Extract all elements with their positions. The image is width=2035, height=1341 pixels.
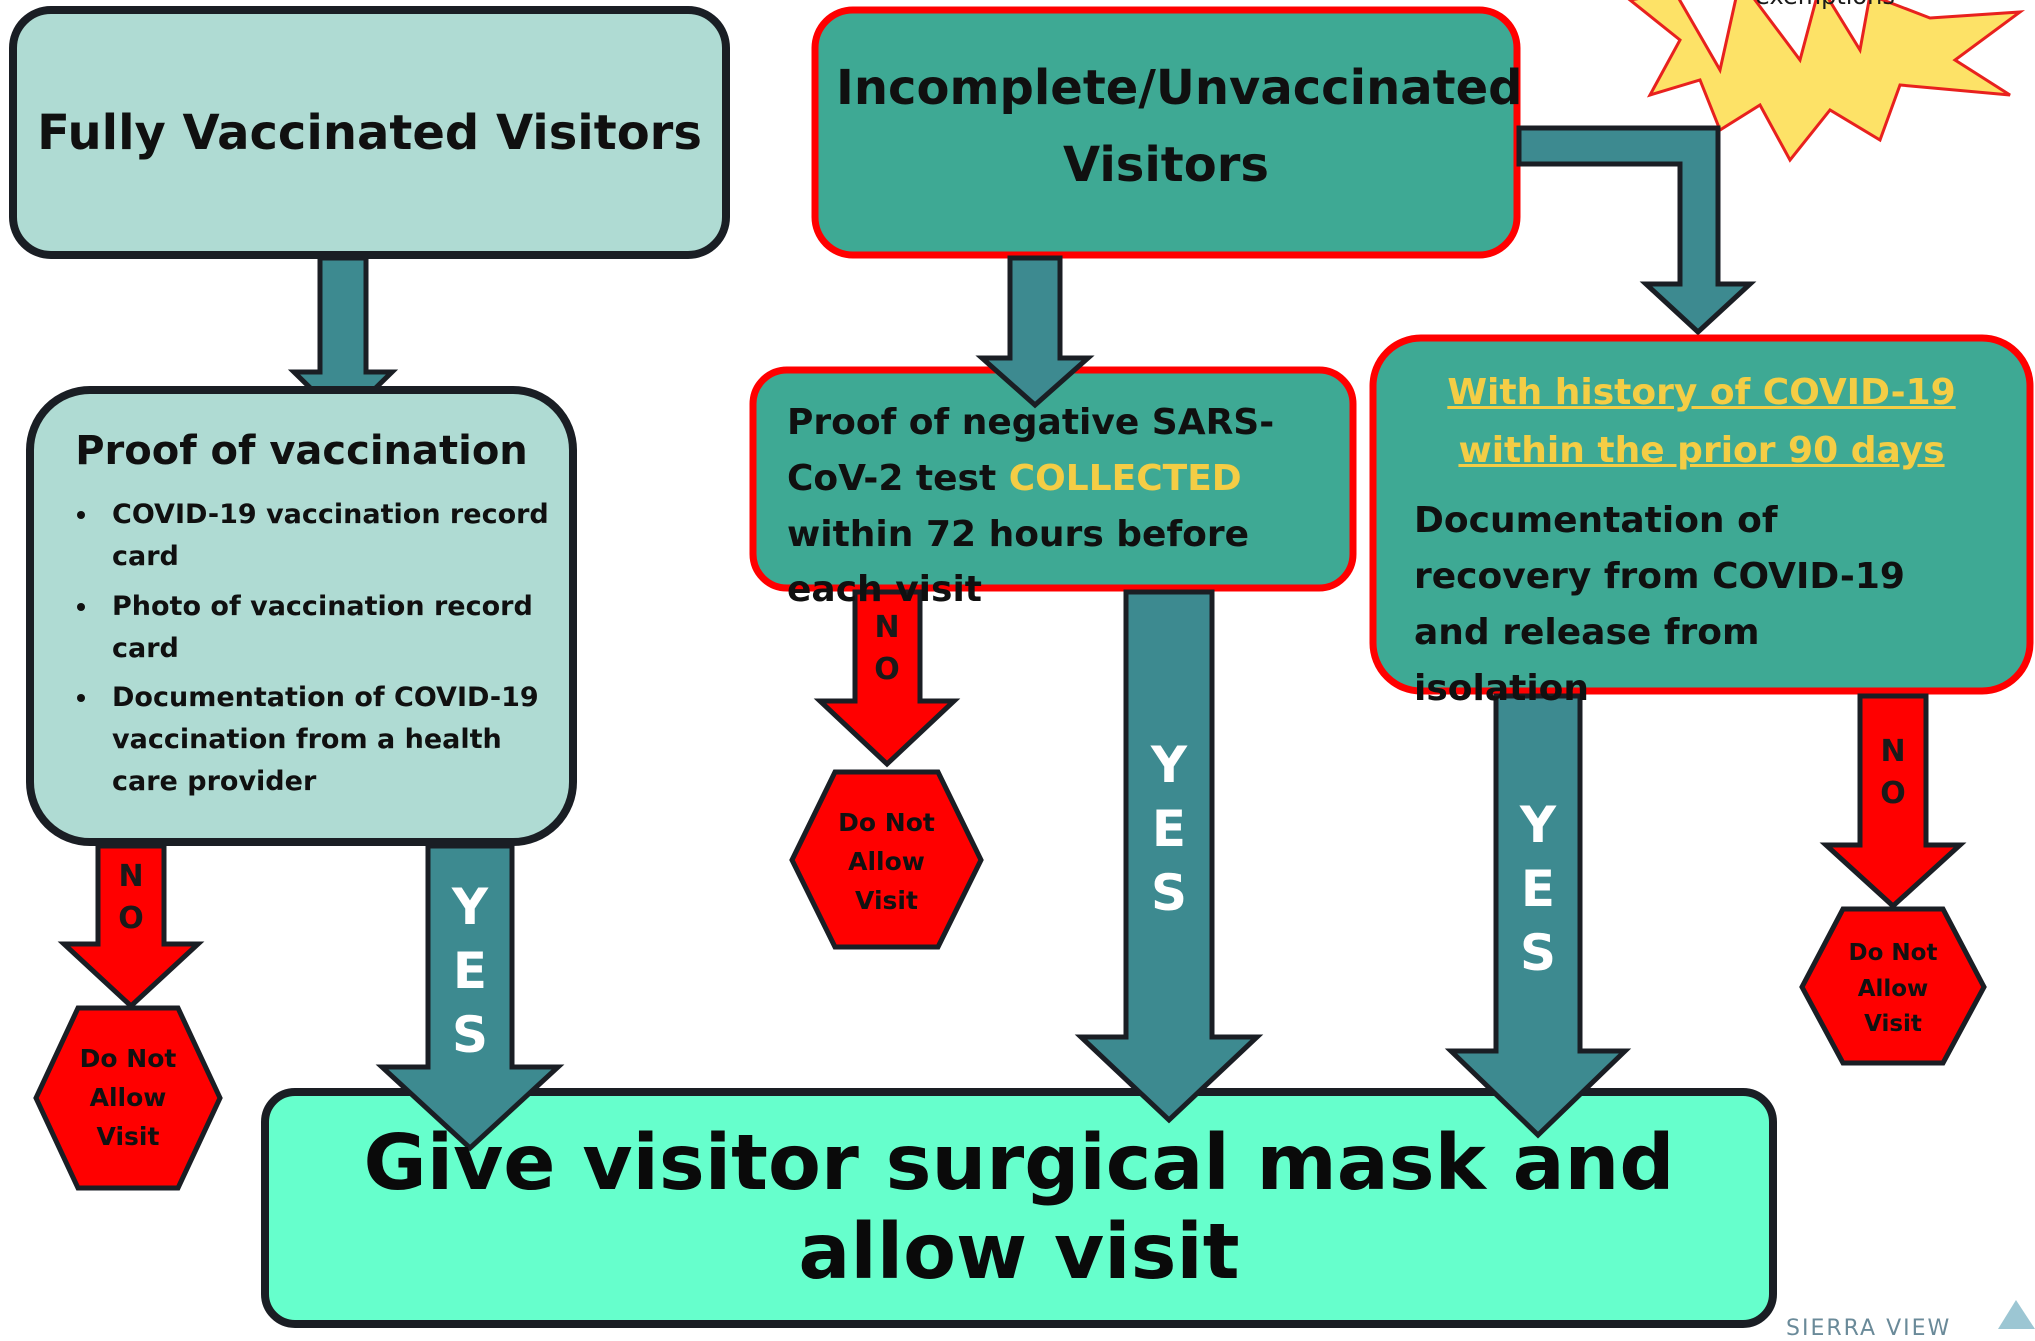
incomplete-label: Incomplete/Unvaccinated Visitors <box>815 10 1523 255</box>
negative-test-text: Proof of negative SARS-CoV-2 test COLLEC… <box>787 395 1337 618</box>
label-letter: S <box>1519 924 1556 982</box>
history-content: With history of COVID-19 within the prio… <box>1380 364 2023 716</box>
stop-hexagon-proof <box>33 1005 223 1191</box>
no-arrow-negative-test <box>813 589 961 768</box>
fully-vaccinated-title: Fully Vaccinated Visitors <box>37 104 702 161</box>
final-box <box>261 1088 1777 1328</box>
history-text: Documentation of recovery from COVID-19 … <box>1414 500 1905 709</box>
label-letter: E <box>452 942 488 1000</box>
proof-item: Documentation of COVID-19 vaccination fr… <box>100 677 560 803</box>
incomplete-title: Incomplete/Unvaccinated Visitors <box>836 60 1523 193</box>
label-letter: Y <box>1519 796 1557 854</box>
final-text: Give visitor surgical mask and allow vis… <box>363 1119 1675 1297</box>
label-letter: S <box>451 1006 488 1064</box>
stop-text-negative-test: Do Not Allow Visit <box>838 808 935 915</box>
arrow-to-negative-test <box>975 255 1095 409</box>
fully-vaccinated-label: Fully Vaccinated Visitors <box>13 10 726 255</box>
final-label: Give visitor surgical mask and allow vis… <box>265 1092 1773 1324</box>
history-box <box>1369 334 2034 695</box>
proof-title: Proof of vaccination <box>75 428 528 474</box>
proof-item: Photo of vaccination record card <box>100 586 560 670</box>
negative-test-after: within 72 hours before each visit <box>787 513 1250 611</box>
exemptions-starburst <box>1627 0 2026 163</box>
no-arrow-history <box>1819 693 1967 910</box>
collected-highlight: COLLECTED <box>1008 457 1242 499</box>
proof-box <box>26 386 577 846</box>
yes-arrow-negative-test <box>1074 589 1264 1124</box>
stop-hexagon-history <box>1799 906 1987 1066</box>
label-letter: E <box>1151 800 1187 858</box>
label-letter: O <box>1880 776 1906 811</box>
starburst-text: exemptions <box>1740 0 1910 10</box>
label-letter: Y <box>1150 736 1188 794</box>
label-letter: N <box>1880 734 1906 769</box>
elbow-arrow <box>1516 125 1757 336</box>
proof-content: Proof of vaccination COVID-19 vaccinatio… <box>30 428 573 811</box>
label-letter: N <box>874 610 900 645</box>
yes-arrow-proof <box>375 843 565 1152</box>
proof-item: COVID-19 vaccination record card <box>100 494 560 578</box>
negative-test-before: Proof of negative SARS-CoV-2 test <box>787 402 1275 499</box>
logo-mark <box>1998 1300 2035 1329</box>
label-letter: S <box>1150 864 1187 922</box>
stop-text-history: Do Not Allow Visit <box>1848 940 1938 1038</box>
yes-arrow-history <box>1444 693 1632 1139</box>
label-letter: E <box>1520 860 1556 918</box>
label-letter: O <box>118 901 144 936</box>
label-letter: O <box>874 652 900 687</box>
stop-text-proof: Do Not Allow Visit <box>79 1044 177 1151</box>
label-letter: N <box>118 859 144 894</box>
history-title: With history of COVID-19 within the prio… <box>1447 372 1956 471</box>
no-arrow-proof <box>57 843 205 1010</box>
stop-hexagon-negative-test <box>789 769 984 950</box>
label-letter: Y <box>451 878 489 936</box>
fully-vaccinated-box <box>9 6 730 259</box>
proof-list: COVID-19 vaccination record card Photo o… <box>30 494 560 803</box>
